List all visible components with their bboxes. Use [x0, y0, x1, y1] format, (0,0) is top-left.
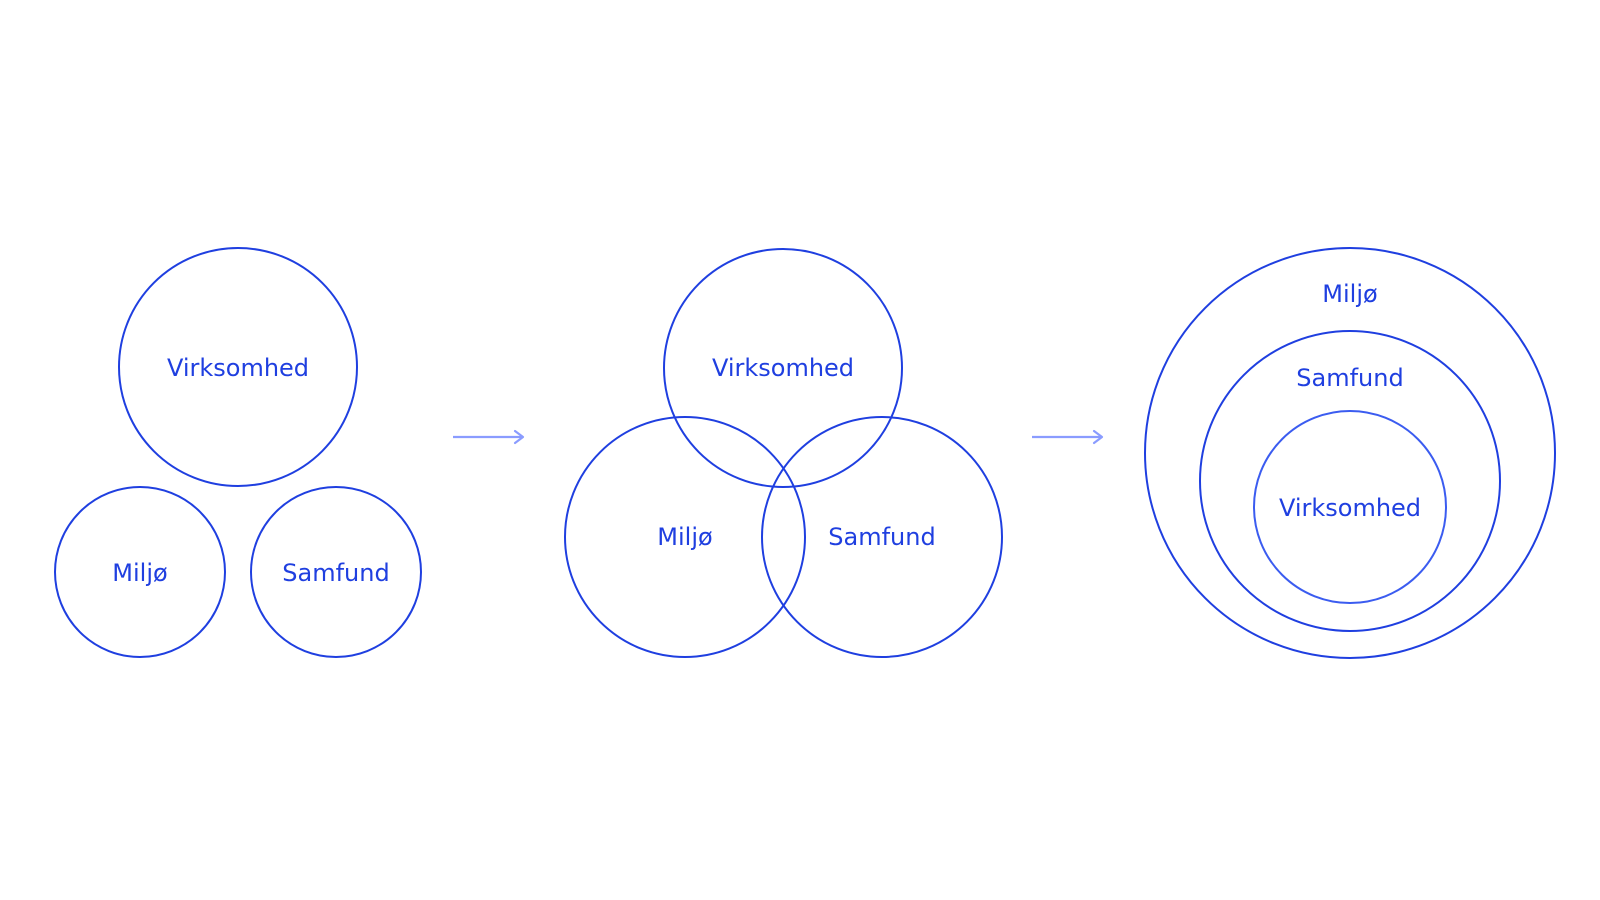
stage3-virksomhed-inner-circle	[1253, 410, 1447, 604]
stage2-samfund-circle	[761, 416, 1003, 658]
stage3-samfund-label: Samfund	[1296, 364, 1403, 392]
stage2-virksomhed-label: Virksomhed	[712, 354, 854, 382]
stage1-samfund-circle	[250, 486, 422, 658]
stage-1-separate-circles: Virksomhed Miljø Samfund	[54, 247, 422, 658]
stage3-miljo-label: Miljø	[1322, 280, 1377, 308]
stage3-miljo-outer-circle	[1144, 247, 1556, 659]
stage1-miljo-label: Miljø	[112, 559, 167, 587]
stage1-virksomhed-label: Virksomhed	[167, 354, 309, 382]
stage1-samfund-label: Samfund	[282, 559, 389, 587]
stage-2-overlapping-circles: Virksomhed Miljø Samfund	[564, 248, 1003, 658]
stage1-miljo-circle	[54, 486, 226, 658]
stage2-samfund-label: Samfund	[828, 523, 935, 551]
arrow-right-icon	[453, 429, 525, 445]
stage3-samfund-middle-circle	[1199, 330, 1501, 632]
stage2-miljo-label: Miljø	[657, 523, 712, 551]
stage-3-nested-circles: Miljø Samfund Virksomhed	[1144, 247, 1556, 659]
arrow-right-icon	[1032, 429, 1104, 445]
stage2-virksomhed-circle	[663, 248, 903, 488]
stage3-virksomhed-label: Virksomhed	[1279, 494, 1421, 522]
stage1-virksomhed-circle	[118, 247, 358, 487]
stage2-miljo-circle	[564, 416, 806, 658]
